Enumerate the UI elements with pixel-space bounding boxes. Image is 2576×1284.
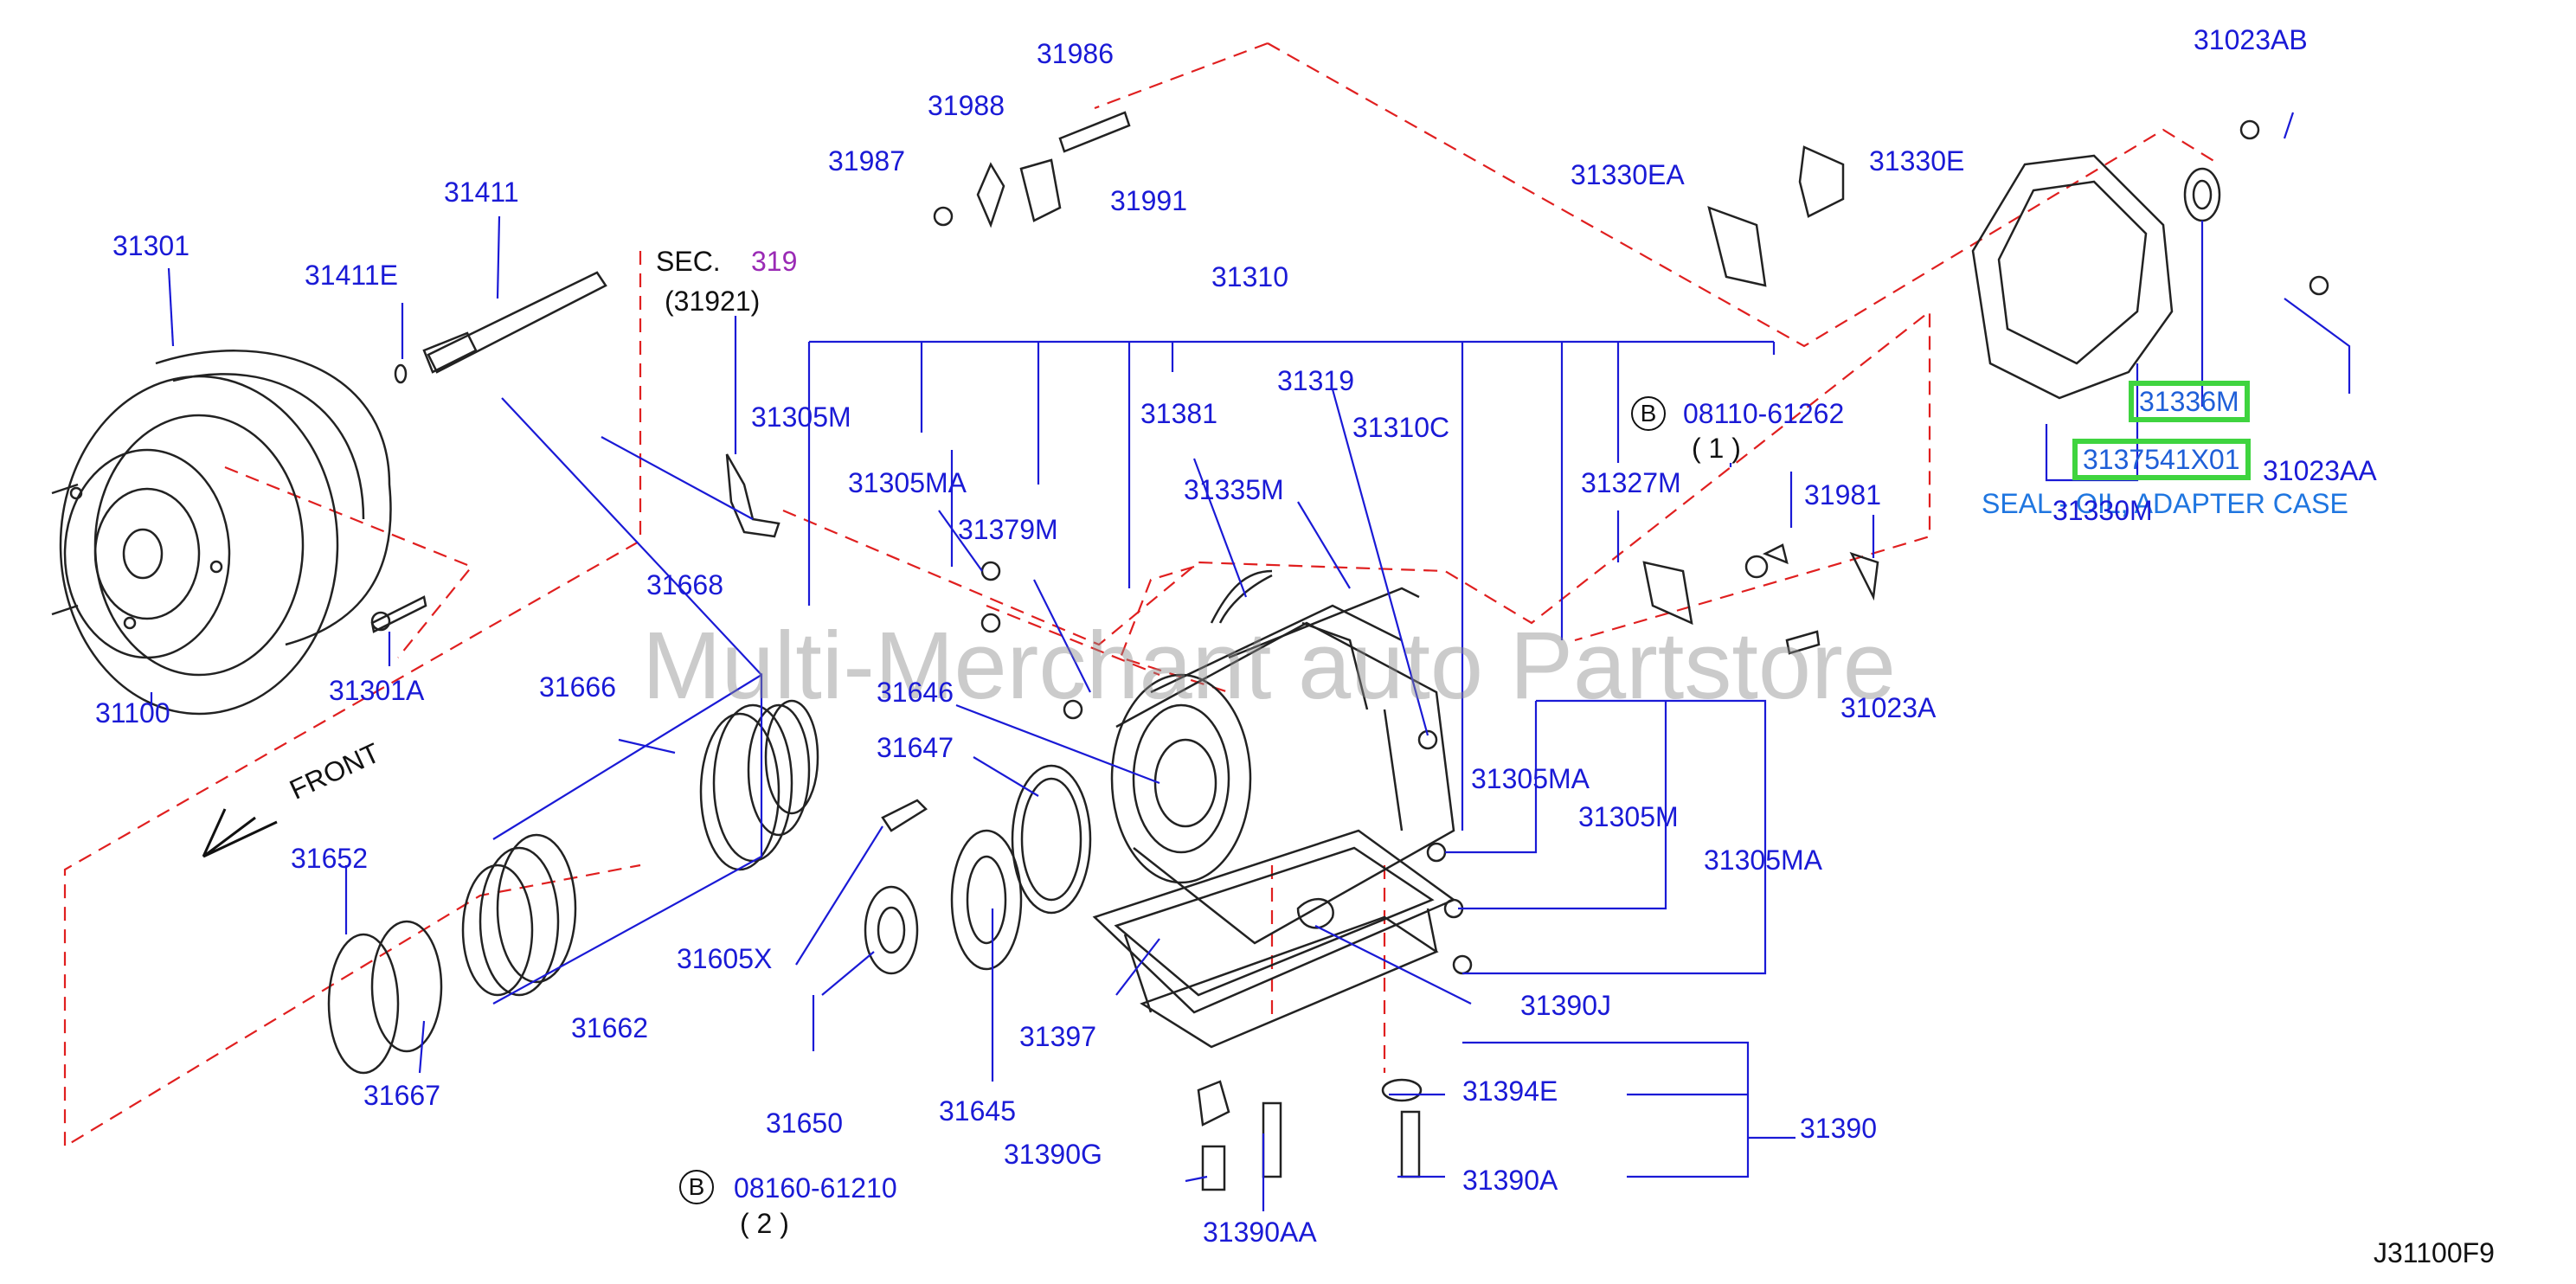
adapter-case [1642,145,2221,626]
part-31397[interactable]: 31397 [1019,1021,1096,1052]
part-31390A[interactable]: 31390A [1462,1165,1558,1196]
part-31100[interactable]: 31100 [95,697,170,729]
sec-reference: (31921) [665,286,761,317]
part-31986[interactable]: 31986 [1037,38,1114,69]
part-31305M-upper[interactable]: 31305M [751,401,851,433]
part-31023AA[interactable]: 31023AA [2263,455,2377,486]
part-31301[interactable]: 31301 [112,230,190,261]
part-31305MA-right1[interactable]: 31305MA [1471,763,1590,794]
part-31023AB[interactable]: 31023AB [2194,24,2308,55]
bolt-badge-2: B [679,1170,714,1204]
part-31330E[interactable]: 31330E [1869,145,1965,177]
part-31310[interactable]: 31310 [1211,261,1288,292]
part-31647[interactable]: 31647 [877,732,954,763]
assembly-dashed-outline [63,42,2220,1148]
oil-pan [1092,829,1456,1049]
part-31390J[interactable]: 31390J [1520,990,1611,1021]
part-31650[interactable]: 31650 [766,1107,843,1139]
part-31987[interactable]: 31987 [828,145,905,177]
part-31327M[interactable]: 31327M [1581,467,1681,498]
converter-housing [51,350,392,716]
part-31988[interactable]: 31988 [928,90,1005,121]
part-31605X[interactable]: 31605X [677,943,773,974]
highlighted-part-31336M[interactable]: 31336M [2129,381,2250,422]
part-31390[interactable]: 31390 [1800,1113,1877,1144]
part-31381[interactable]: 31381 [1140,398,1217,429]
watermark: Multi-Merchant auto Partstore [642,613,1896,719]
clutch-assembly [327,699,1092,1075]
part-31662[interactable]: 31662 [571,1012,648,1043]
part-31981[interactable]: 31981 [1804,479,1881,510]
part-31305M-right[interactable]: 31305M [1578,801,1679,832]
part-31330M[interactable]: 31330M [2052,495,2153,526]
part-31646[interactable]: 31646 [877,677,954,708]
part-31301A[interactable]: 31301A [329,675,425,706]
bolt-part-2[interactable]: 08160-61210 [734,1172,897,1204]
part-31394E[interactable]: 31394E [1462,1075,1558,1107]
part-31305MA-upper[interactable]: 31305MA [848,467,967,498]
part-31023A[interactable]: 31023A [1840,692,1937,723]
main-transmission-case [1110,569,1455,945]
leader-lines [150,112,2351,1211]
part-31310C[interactable]: 31310C [1352,412,1450,443]
part-31645[interactable]: 31645 [939,1095,1016,1127]
part-31667[interactable]: 31667 [363,1080,440,1111]
part-31411[interactable]: 31411 [444,177,519,208]
part-31652[interactable]: 31652 [291,843,368,874]
part-31330EA[interactable]: 31330EA [1571,159,1685,190]
highlight-caption: SEAL - OIL, ADAPTER CASE [1982,488,2348,519]
part-31390G[interactable]: 31390G [1004,1139,1102,1170]
part-31379M[interactable]: 31379M [958,514,1058,545]
part-31668[interactable]: 31668 [646,569,723,600]
part-31335M[interactable]: 31335M [1184,474,1284,505]
part-31411E[interactable]: 31411E [305,260,398,291]
sec-number: 319 [751,246,798,277]
bolt-qty-1: ( 1 ) [1692,433,1741,464]
part-31305MA-right2[interactable]: 31305MA [1704,844,1822,876]
small-parts [725,111,2329,1191]
sec-label: SEC. [656,246,721,277]
bolt-qty-2: ( 2 ) [740,1208,789,1239]
part-31666[interactable]: 31666 [539,671,616,703]
bolt-badge-1: B [1631,396,1666,431]
diagram-reference: J31100F9 [2374,1237,2495,1268]
input-shaft [370,271,607,633]
front-arrow [202,808,278,858]
bolt-part-1[interactable]: 08110-61262 [1683,398,1845,429]
part-31319[interactable]: 31319 [1277,365,1354,396]
highlighted-part-3137541X01[interactable]: 3137541X01 [2072,439,2251,480]
part-31390AA[interactable]: 31390AA [1203,1217,1317,1248]
part-31991[interactable]: 31991 [1110,185,1187,216]
